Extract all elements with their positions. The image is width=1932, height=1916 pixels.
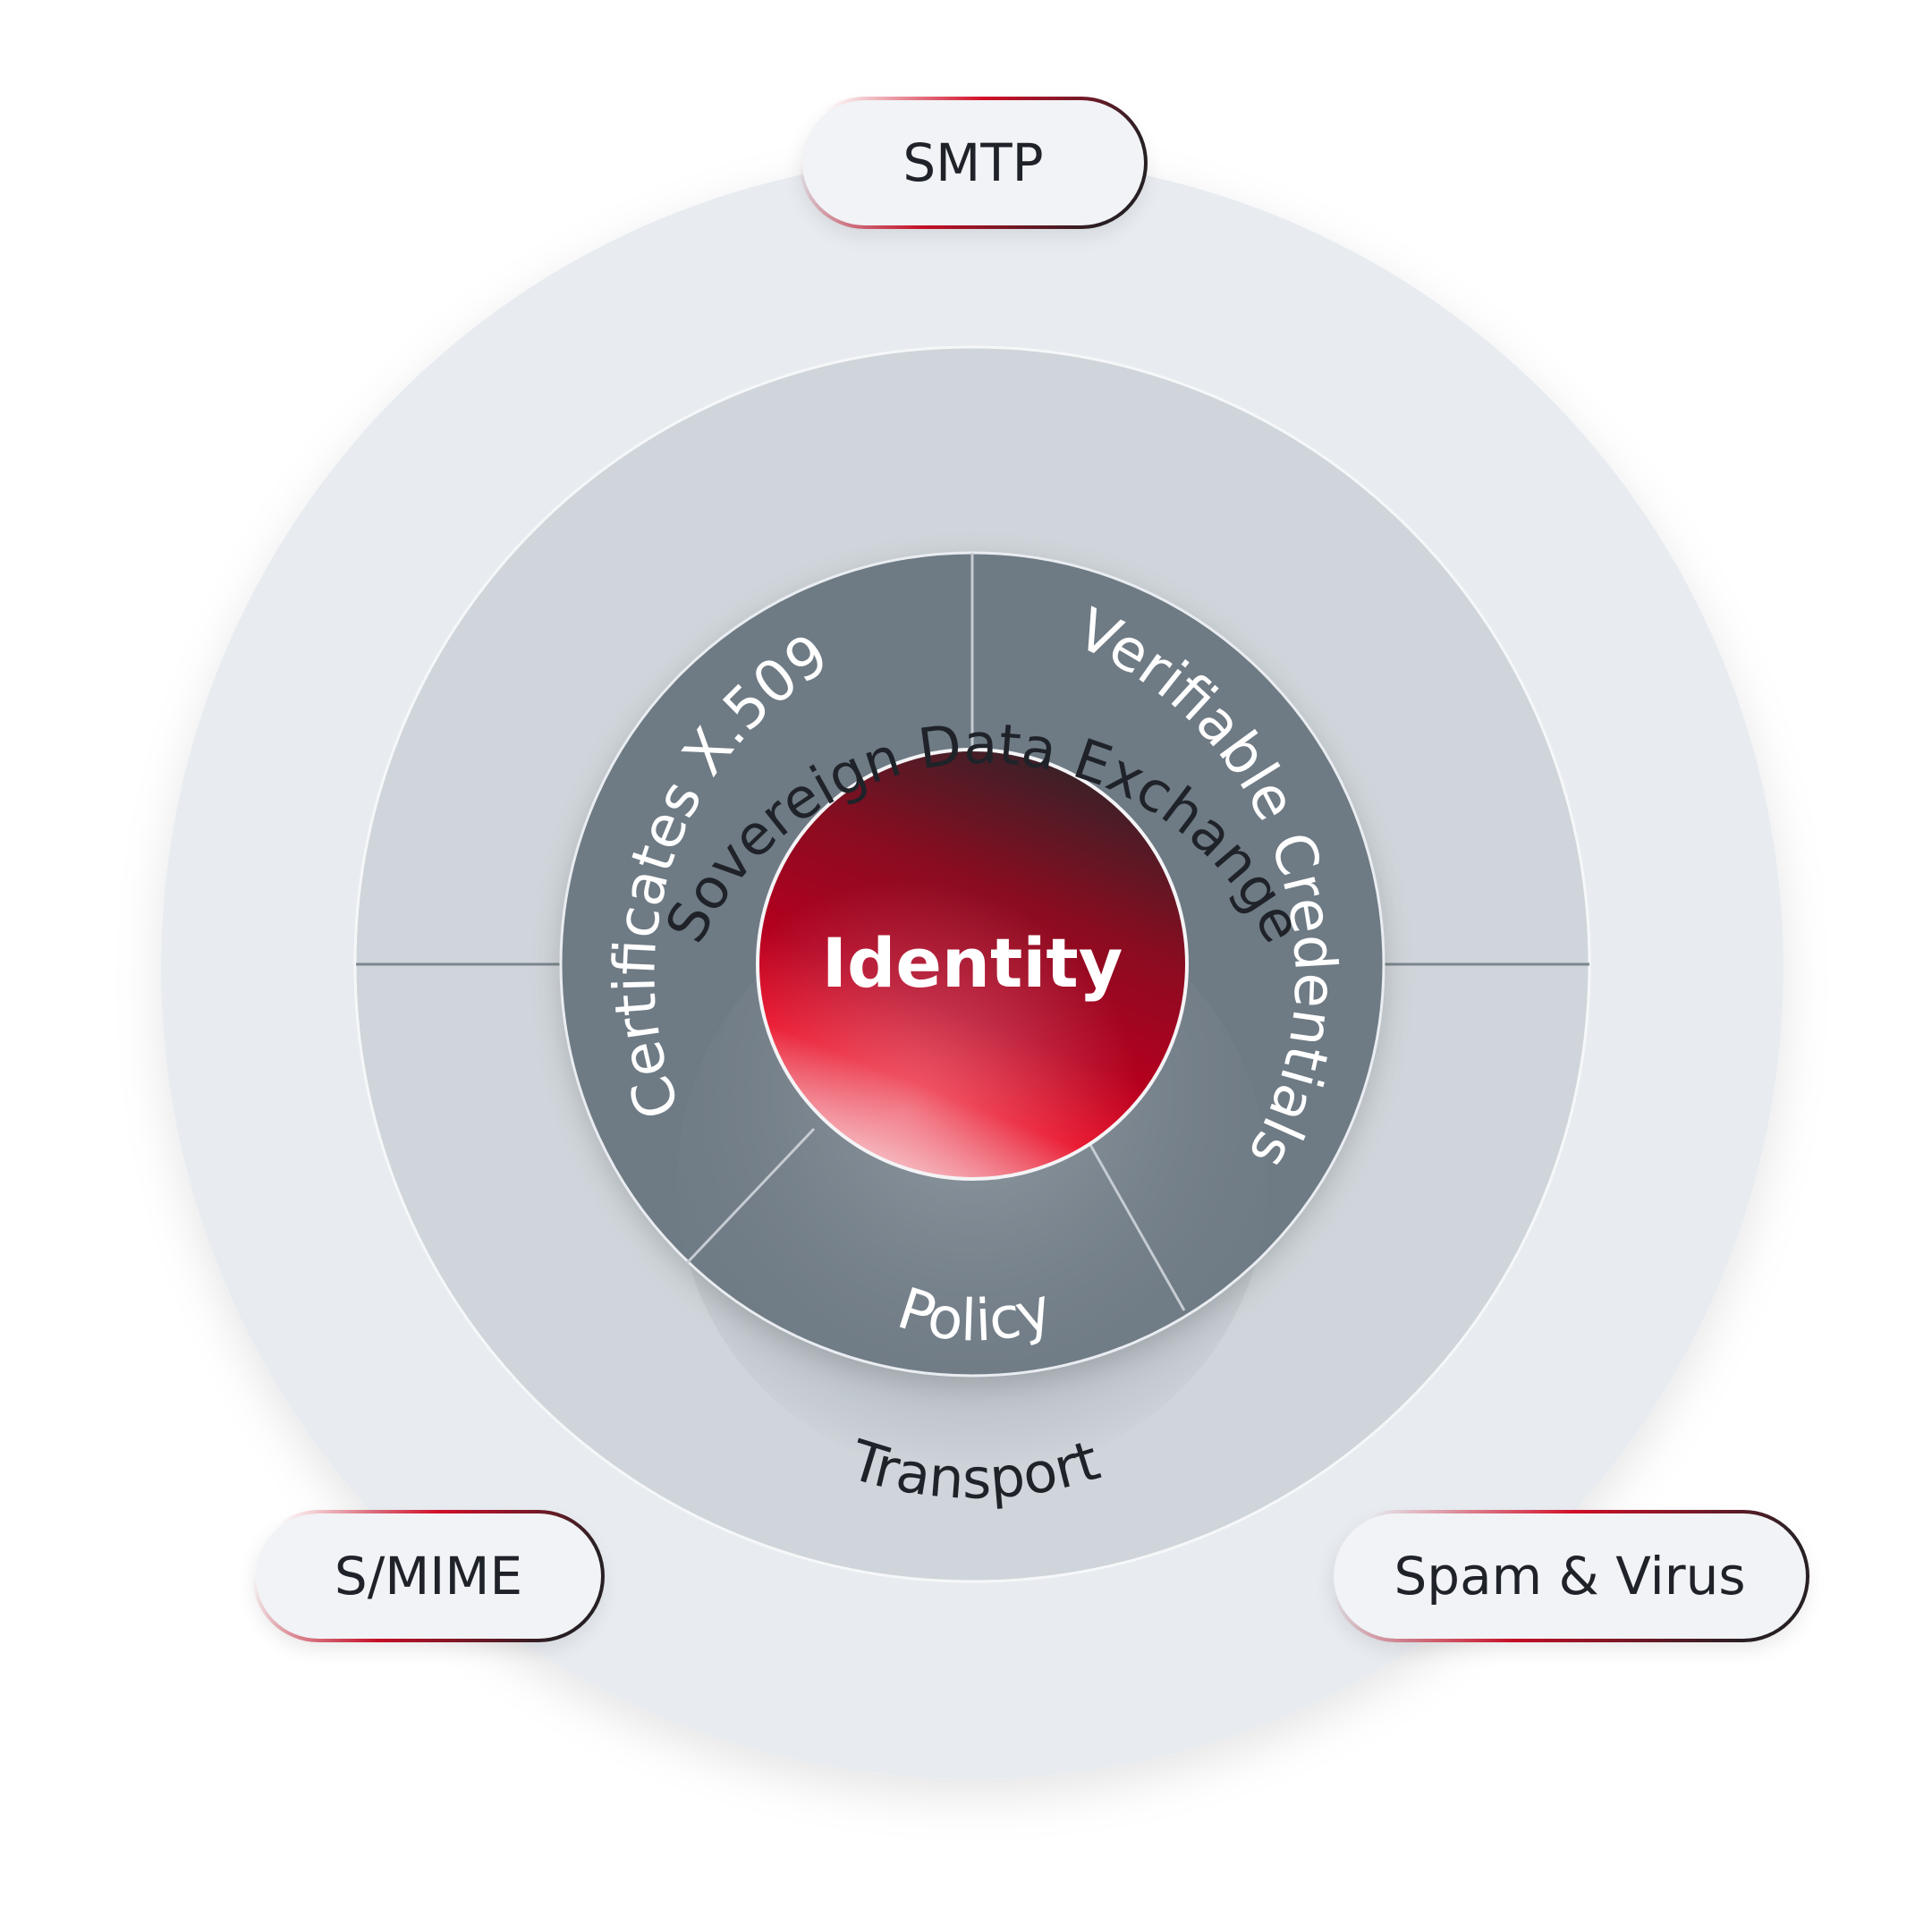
segment-divider-right (1088, 1142, 1186, 1311)
smtp-tag-label: SMTP (902, 132, 1044, 193)
segment-divider-left (685, 1127, 816, 1265)
policy-label: Policy (890, 1276, 1060, 1354)
identity-label: Identity (822, 923, 1123, 1003)
spam-virus-tag: Spam & Virus (1330, 1510, 1809, 1642)
smime-tag: S/MIME (252, 1510, 605, 1642)
identity-core-shine (759, 751, 1185, 1177)
spam-virus-tag-label: Spam & Virus (1394, 1546, 1746, 1607)
smime-tag-label: S/MIME (334, 1546, 523, 1607)
smtp-tag: SMTP (799, 97, 1148, 229)
